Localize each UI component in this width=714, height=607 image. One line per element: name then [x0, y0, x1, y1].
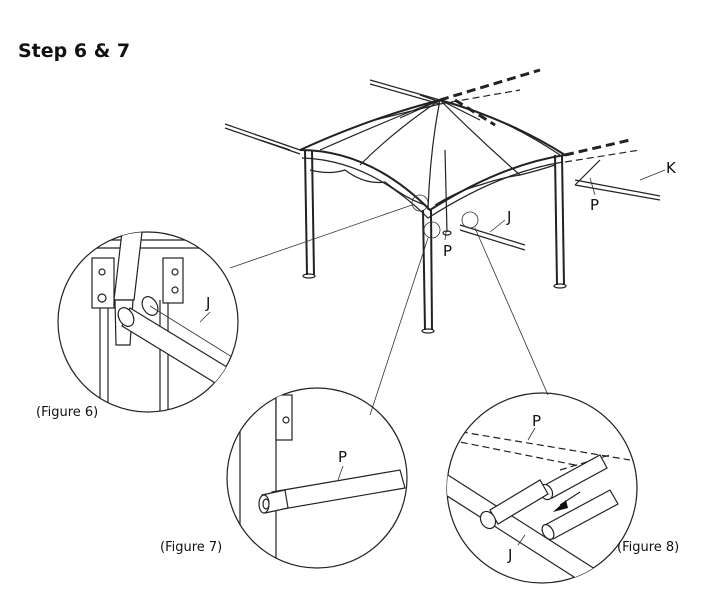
gazebo-front-frame — [299, 149, 566, 212]
gazebo-leg-left — [304, 149, 308, 276]
figure-7-circle — [226, 387, 408, 569]
connector-fig6 — [229, 204, 413, 269]
figure-8-detail: P J — [446, 392, 638, 584]
label-P-main: P — [443, 242, 452, 260]
figure-7-caption: (Figure 7) — [160, 540, 223, 555]
label-K: K — [666, 159, 677, 177]
connector-fig7 — [369, 237, 429, 416]
detail-marker-fig7 — [423, 221, 441, 239]
leader-P-main — [444, 231, 447, 241]
fig8-label-J: J — [507, 546, 512, 564]
label-J-main: J — [506, 208, 511, 226]
figure-6-circle — [57, 231, 239, 413]
fig7-label-P: P — [338, 448, 347, 466]
connector-fig8 — [474, 227, 549, 396]
figure-7-detail: P — [226, 387, 408, 569]
detail-marker-fig8 — [461, 211, 479, 229]
gazebo-overview: K P J P — [224, 68, 677, 334]
figure-6-caption: (Figure 6) — [36, 405, 99, 420]
gazebo-leg-right — [554, 154, 558, 286]
detail-marker-fig6 — [411, 194, 429, 212]
step-title: Step 6 & 7 — [18, 40, 131, 62]
leader-P-right — [589, 177, 596, 196]
gazebo-leg-front — [422, 209, 426, 331]
label-P-right: P — [590, 196, 599, 214]
leader-K — [639, 169, 666, 181]
fig6-label-J: J — [205, 294, 210, 312]
figure-8-caption: (Figure 8) — [617, 540, 680, 555]
figure-6-detail: J — [57, 231, 239, 413]
fig8-label-P: P — [532, 412, 541, 430]
leader-J-main — [489, 219, 506, 233]
